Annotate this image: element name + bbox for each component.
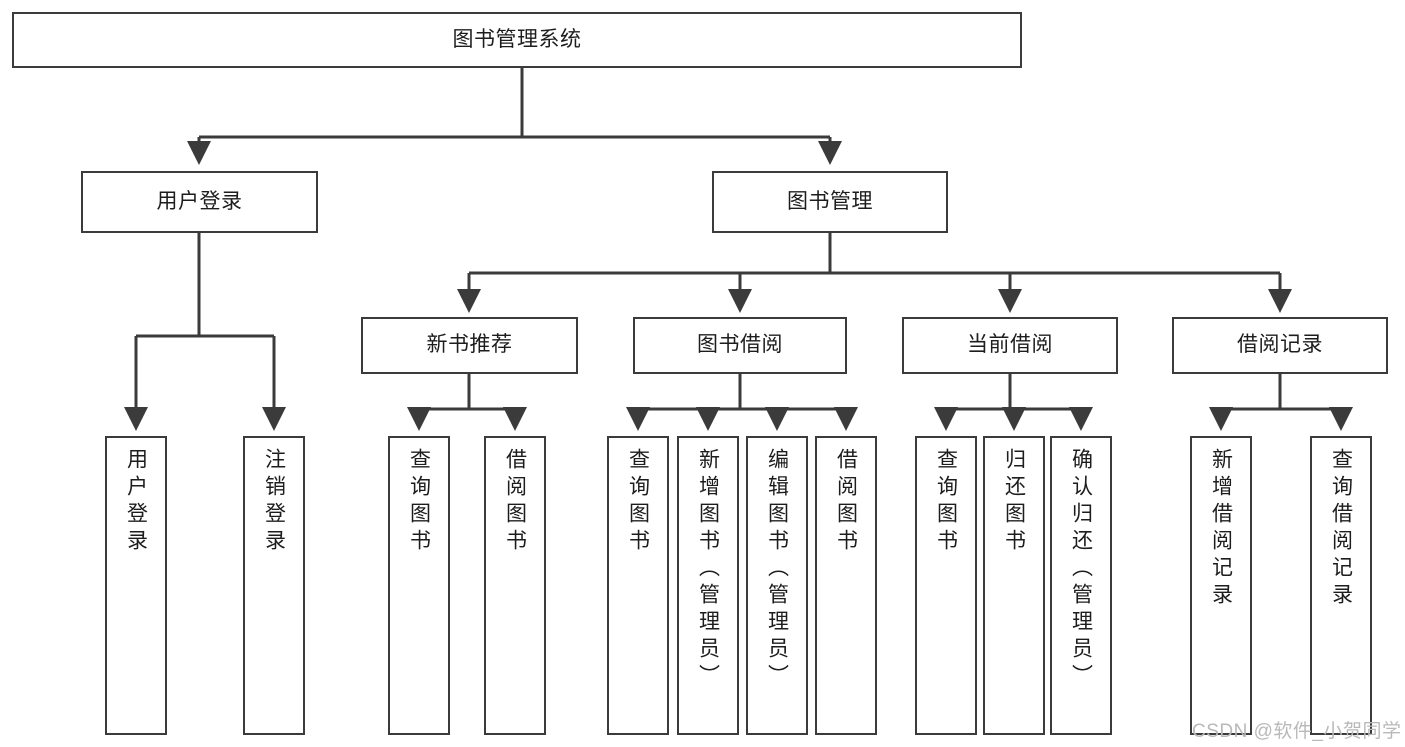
leaf-node[interactable]: 查询图书	[915, 436, 977, 735]
leaf-node[interactable]: 新增图书（管理员）	[677, 436, 739, 735]
node-book-management-label: 图书管理	[787, 189, 873, 213]
node-current-borrow-label: 当前借阅	[967, 333, 1053, 357]
node-borrow-record-label: 借阅记录	[1237, 333, 1323, 357]
leaf-node[interactable]: 借阅图书	[815, 436, 877, 735]
node-new-book-recommend-label: 新书推荐	[426, 333, 513, 357]
leaf-node-label: 查询图书	[407, 448, 431, 556]
node-book-borrow[interactable]: 图书借阅	[633, 317, 847, 374]
leaf-node-label: 编辑图书（管理员）	[765, 448, 789, 691]
node-current-borrow[interactable]: 当前借阅	[902, 317, 1118, 374]
leaf-node[interactable]: 归还图书	[983, 436, 1045, 735]
csdn-watermark: CSDN @软件_小贺同学	[1192, 721, 1402, 742]
leaf-node-label: 注销登录	[262, 448, 286, 556]
leaf-node-label: 归还图书	[1002, 448, 1026, 556]
node-book-management[interactable]: 图书管理	[712, 171, 948, 233]
node-user-login[interactable]: 用户登录	[81, 171, 318, 233]
leaf-node-label: 用户登录	[124, 448, 148, 556]
leaf-node[interactable]: 查询借阅记录	[1310, 436, 1372, 735]
leaf-node[interactable]: 用户登录	[105, 436, 167, 735]
node-new-book-recommend[interactable]: 新书推荐	[361, 317, 578, 374]
leaf-node-label: 借阅图书	[503, 448, 527, 556]
leaf-node[interactable]: 注销登录	[243, 436, 305, 735]
leaf-node[interactable]: 编辑图书（管理员）	[746, 436, 808, 735]
node-root-label: 图书管理系统	[452, 27, 582, 51]
leaf-node-label: 查询图书	[626, 448, 650, 556]
node-book-borrow-label: 图书借阅	[697, 333, 783, 357]
leaf-node[interactable]: 新增借阅记录	[1190, 436, 1252, 735]
leaf-node-label: 查询借阅记录	[1329, 448, 1353, 610]
leaf-node-label: 新增借阅记录	[1209, 448, 1233, 610]
node-user-login-label: 用户登录	[156, 189, 243, 213]
leaf-node-label: 新增图书（管理员）	[696, 448, 720, 691]
leaf-node[interactable]: 确认归还（管理员）	[1050, 436, 1112, 735]
leaf-node-label: 确认归还（管理员）	[1069, 448, 1093, 691]
leaf-node-label: 借阅图书	[834, 448, 858, 556]
leaf-node[interactable]: 借阅图书	[484, 436, 546, 735]
leaf-node[interactable]: 查询图书	[388, 436, 450, 735]
node-borrow-record[interactable]: 借阅记录	[1172, 317, 1388, 374]
leaf-node[interactable]: 查询图书	[607, 436, 669, 735]
node-root[interactable]: 图书管理系统	[12, 12, 1022, 68]
leaf-node-label: 查询图书	[934, 448, 958, 556]
